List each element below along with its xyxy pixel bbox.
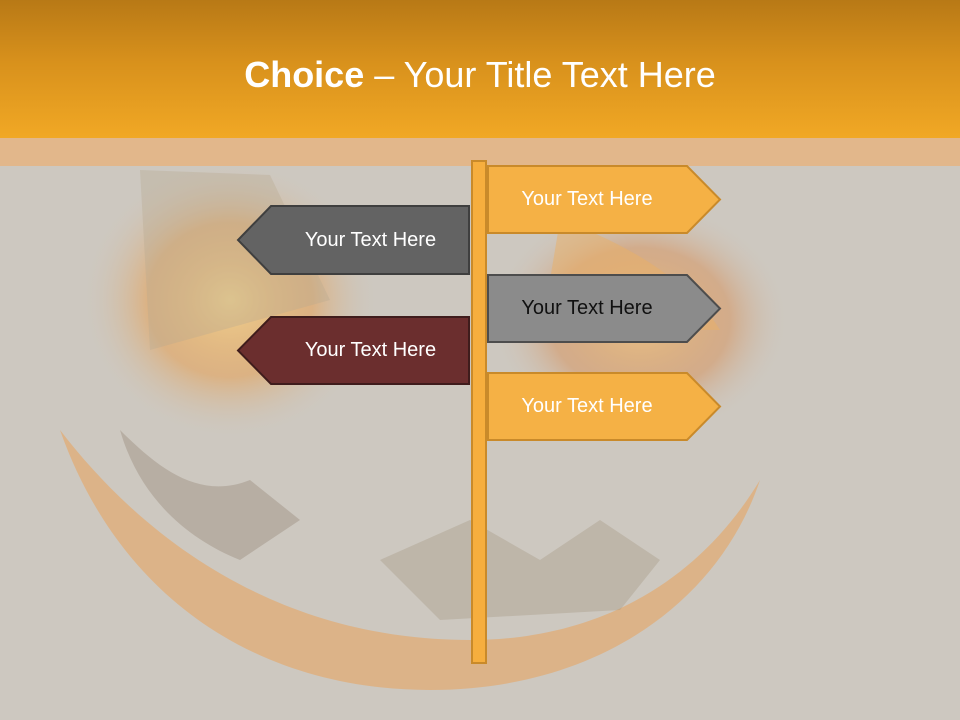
slide-title-bold: Choice <box>244 54 365 95</box>
sign-left-top-label: Your Text Here <box>304 228 437 251</box>
slide-title: Choice – Your Title Text Here <box>0 52 960 98</box>
sign-right-bottom-shape <box>487 372 722 441</box>
sign-right-bottom: Your Text Here <box>487 372 722 441</box>
sign-left-top-shape <box>236 205 470 275</box>
sign-right-top: Your Text Here <box>487 165 722 234</box>
signpost-pole <box>471 160 487 664</box>
sign-left-bottom: Your Text Here <box>236 316 470 385</box>
sign-right-middle: Your Text Here <box>487 274 722 343</box>
sign-left-top: Your Text Here <box>236 205 470 275</box>
sign-right-middle-shape <box>487 274 722 343</box>
sign-right-bottom-label: Your Text Here <box>521 395 653 417</box>
sign-right-middle-label: Your Text Here <box>521 297 653 319</box>
sign-right-top-label: Your Text Here <box>521 188 653 210</box>
sign-left-bottom-shape <box>236 316 470 385</box>
sign-left-bottom-label: Your Text Here <box>304 339 437 361</box>
sign-right-top-shape <box>487 165 722 234</box>
title-bar <box>0 0 960 138</box>
slide-title-rest: – Your Title Text Here <box>364 54 716 95</box>
